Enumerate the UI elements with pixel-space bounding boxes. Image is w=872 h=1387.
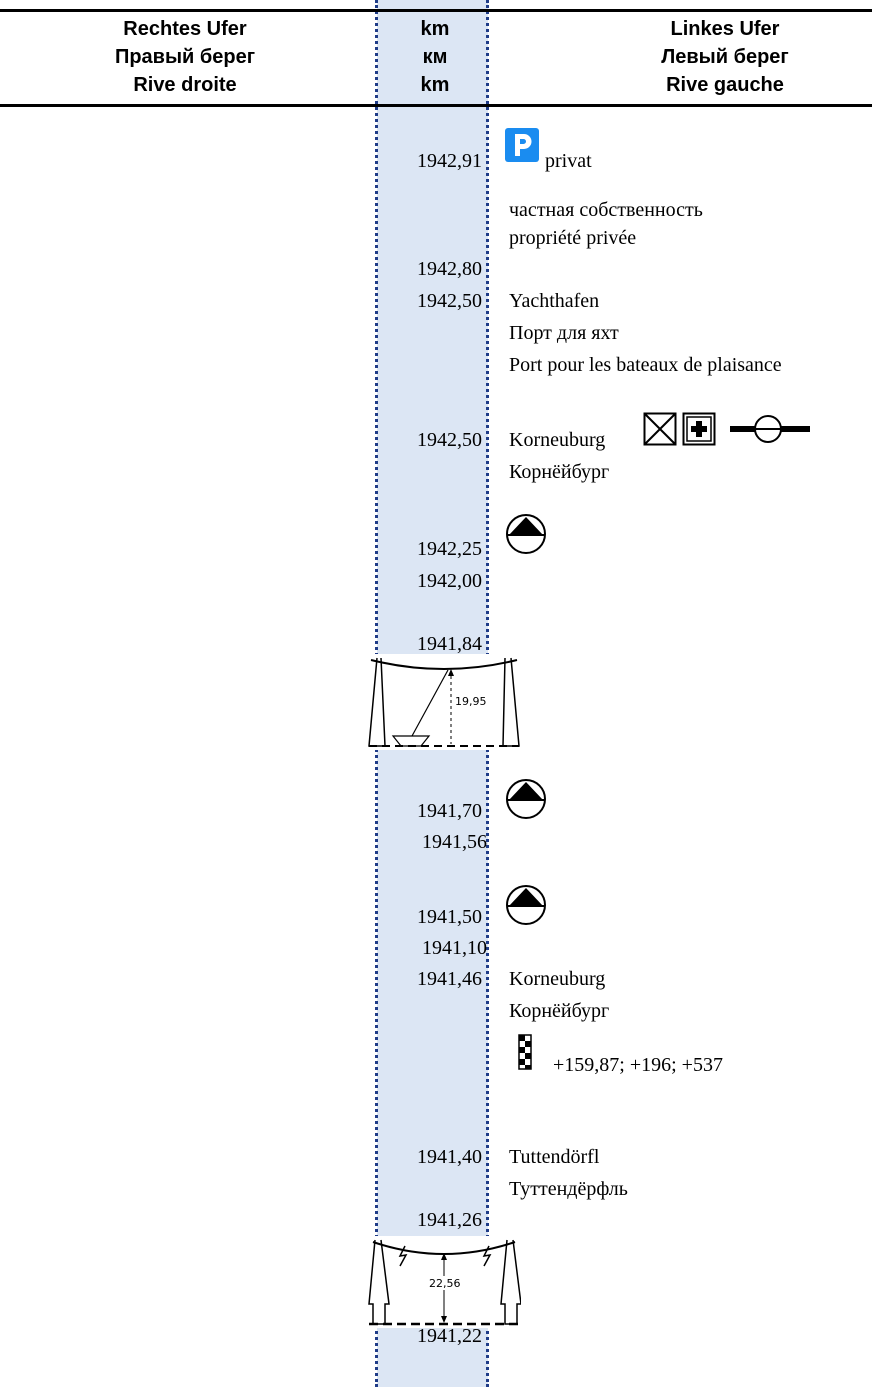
entry-text: Корнёйбург xyxy=(509,461,610,483)
km-value: 1941,10 xyxy=(422,937,487,959)
entry-text: Корнёйбург xyxy=(509,1000,610,1022)
pipeline-crossing-icon xyxy=(728,413,812,452)
entry-text: Tuttendörfl xyxy=(509,1146,600,1168)
triangle-circle-icon xyxy=(505,884,547,931)
km-value: 1941,84 xyxy=(417,633,482,655)
header-top-rule xyxy=(0,9,872,12)
header-left-bank-fr: Rive gauche xyxy=(666,74,784,96)
km-value: 1941,26 xyxy=(417,1209,482,1231)
entry-text: Туттендёрфль xyxy=(509,1178,628,1200)
entry-text: Yachthafen xyxy=(509,290,600,312)
header-left-bank-ru: Левый берег xyxy=(661,46,789,68)
km-value: 1942,50 xyxy=(417,290,482,312)
header-left-bank: Linkes Ufer Левый берег Rive gauche xyxy=(600,15,850,99)
km-value: 1941,50 xyxy=(417,906,482,928)
first-aid-icon xyxy=(682,412,716,451)
parking-icon xyxy=(505,128,539,167)
header-km: km км km xyxy=(395,15,475,99)
km-value: 1941,22 xyxy=(417,1325,482,1347)
entry-text: propriété privée xyxy=(509,227,637,249)
header-right-bank-ru: Правый берег xyxy=(114,46,256,68)
header-bottom-rule xyxy=(0,104,872,107)
entry-text: Korneuburg xyxy=(509,429,606,451)
ferry-cable-icon: 19,95 xyxy=(367,654,521,755)
cable-clearance-label: 19,95 xyxy=(455,695,487,708)
cable-clearance-label: 22,56 xyxy=(429,1277,461,1290)
km-value: 1942,50 xyxy=(417,429,482,451)
km-value: 1942,00 xyxy=(417,570,482,592)
km-value: 1941,46 xyxy=(417,968,482,990)
km-value: 1942,91 xyxy=(417,150,482,172)
header-left-bank-de: Linkes Ufer xyxy=(670,18,780,40)
triangle-circle-icon xyxy=(505,513,547,560)
km-value: 1941,40 xyxy=(417,1146,482,1168)
km-value: 1942,80 xyxy=(417,258,482,280)
entry-text: частная собственность xyxy=(509,199,703,221)
header-km-de: km xyxy=(420,18,450,40)
entry-text: Port pour les bateaux de plaisance xyxy=(509,354,782,376)
km-value: 1942,25 xyxy=(417,538,482,560)
header-km-fr: km xyxy=(420,74,450,96)
entry-text: Korneuburg xyxy=(509,968,606,990)
header-right-bank: Rechtes Ufer Правый берег Rive droite xyxy=(60,15,310,99)
entry-text: +159,87; +196; +537 xyxy=(553,1054,723,1076)
triangle-circle-icon xyxy=(505,778,547,825)
power-line-icon: 22,56 xyxy=(367,1236,522,1333)
km-value: 1941,56 xyxy=(422,831,487,853)
entry-text: Порт для яхт xyxy=(509,322,619,344)
crossed-box-icon xyxy=(643,412,677,451)
entry-text: privat xyxy=(545,150,592,172)
header-km-ru: км xyxy=(422,46,448,68)
checkered-gauge-icon xyxy=(518,1034,532,1075)
km-value: 1941,70 xyxy=(417,800,482,822)
header-right-bank-de: Rechtes Ufer xyxy=(123,18,247,40)
header-right-bank-fr: Rive droite xyxy=(133,74,237,96)
